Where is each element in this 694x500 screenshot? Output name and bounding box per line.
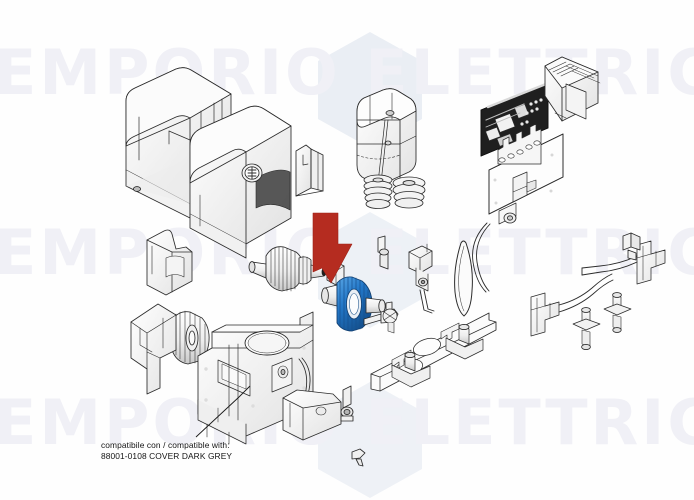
part-end-cap-cover — [282, 389, 342, 441]
part-front-cover-panel — [189, 105, 292, 259]
compatibility-note-line-2: 88001-0108 COVER DARK GREY — [101, 451, 233, 462]
part-small-pin — [377, 235, 389, 270]
part-drive-gear — [171, 310, 210, 365]
part-spring-washer-stack-b — [392, 176, 426, 209]
part-drive-belt — [454, 240, 473, 317]
part-key-blank — [351, 448, 366, 467]
part-limit-switch-bracket-b — [530, 273, 614, 337]
compatibility-note-line-1: compatibile con / compatible with: — [101, 440, 230, 450]
part-board-mounting-plate — [472, 123, 564, 293]
part-release-mechanism — [408, 243, 435, 314]
part-base-plate — [370, 312, 497, 392]
compatibility-note: compatibile con / compatible with: 88001… — [101, 440, 232, 462]
part-release-lever-cover — [146, 229, 193, 296]
part-anchor-bolt-set — [572, 292, 632, 351]
part-spring-washer-stack-a — [363, 174, 393, 209]
part-side-bracket — [295, 144, 324, 197]
part-left-housing-bracket — [130, 303, 177, 395]
part-transformer — [544, 56, 601, 122]
part-lock-cylinder — [340, 385, 354, 422]
part-motor-housing — [356, 88, 417, 185]
part-cable-gland — [622, 232, 641, 261]
